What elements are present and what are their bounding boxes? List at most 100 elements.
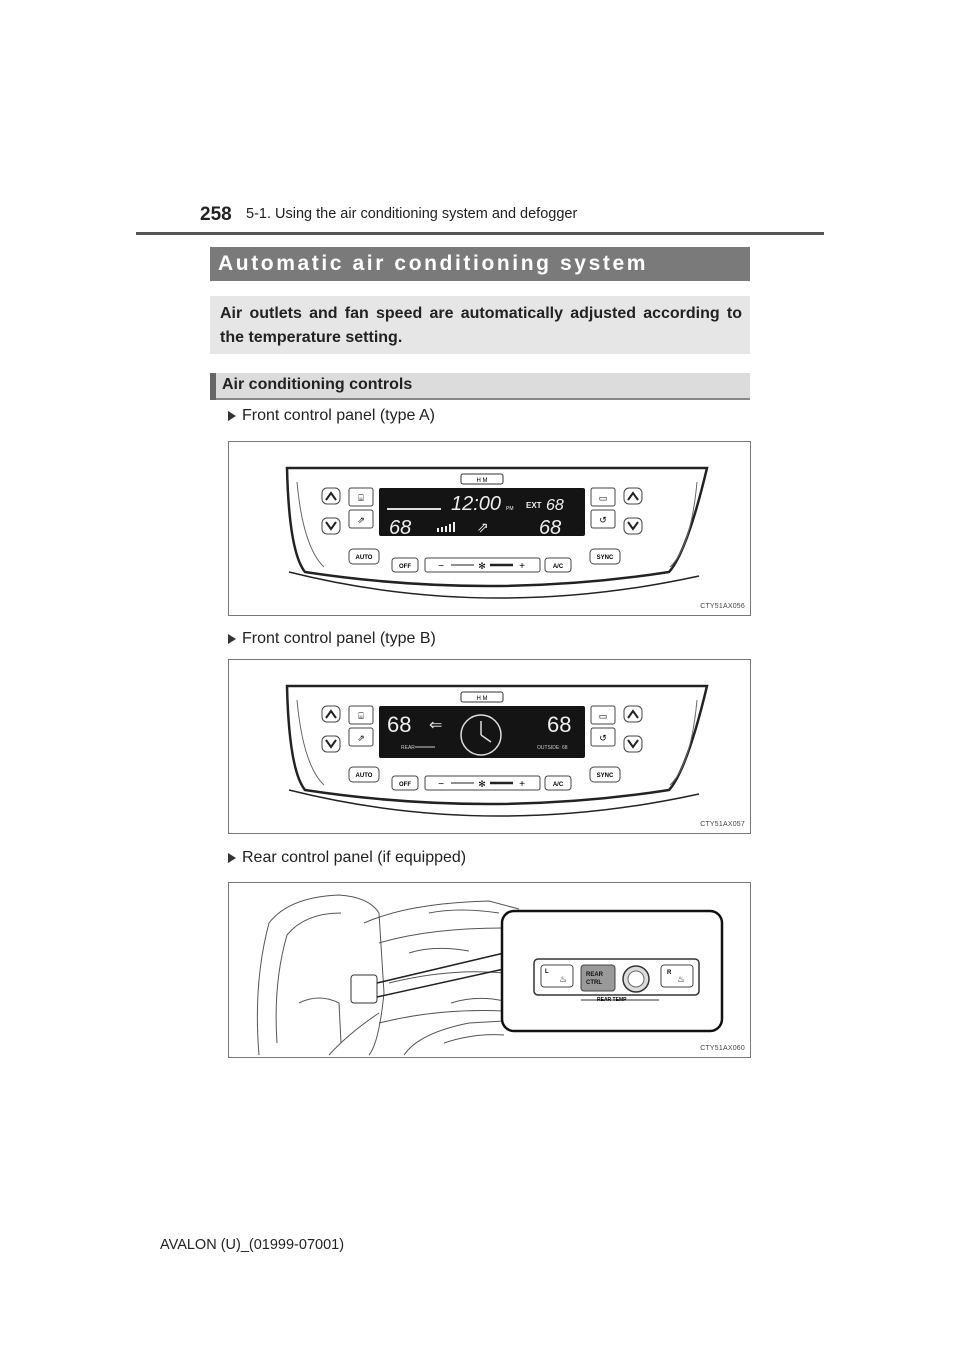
rear-ctrl-button[interactable] bbox=[580, 964, 616, 992]
figure-rear-panel: L ♨ REAR CTRL R ♨ REAR TEMP CTY51AX060 bbox=[228, 882, 751, 1058]
display-temp-right: 68 bbox=[539, 517, 561, 539]
rear-defogger-button[interactable] bbox=[590, 705, 616, 725]
front-defogger-button[interactable] bbox=[348, 487, 374, 507]
footer-model: AVALON (U)_(01999-07001) bbox=[160, 1237, 345, 1253]
seat-heater-icon: ♨ bbox=[559, 974, 567, 984]
caption-type-a: Front control panel (type A) bbox=[228, 407, 435, 425]
display-airflow-icon: ⇗ bbox=[477, 519, 489, 535]
left-seat-label: L bbox=[545, 969, 549, 975]
bullet-triangle-icon bbox=[228, 411, 236, 421]
display-temp-left: 68 bbox=[389, 517, 411, 539]
left-temp-up-button[interactable] bbox=[321, 705, 341, 723]
ac-button[interactable] bbox=[544, 775, 572, 791]
bullet-triangle-icon bbox=[228, 634, 236, 644]
ac-button[interactable] bbox=[544, 557, 572, 573]
left-seat-heater-button[interactable] bbox=[540, 964, 574, 988]
front-defogger-icon: ⌸ bbox=[358, 711, 364, 721]
display-rear-label: REAR bbox=[401, 745, 415, 751]
sync-button[interactable] bbox=[589, 766, 621, 783]
display-clock-hour-hand bbox=[480, 734, 492, 743]
fan-speed-bars bbox=[437, 522, 455, 532]
off-button[interactable] bbox=[391, 775, 419, 791]
display-temp-left: 68 bbox=[387, 712, 411, 737]
display-recirc-icon: ⇐ bbox=[429, 717, 442, 734]
hm-button[interactable] bbox=[460, 473, 504, 485]
ac-label: A/C bbox=[553, 782, 564, 788]
left-temp-up-button[interactable] bbox=[321, 487, 341, 505]
display-outside-label: OUTSIDE: 68 bbox=[537, 745, 568, 751]
figure-front-panel-type-b: H M ⌸ ⇗ ▭ ↺ 68 ⇐ 68 REAR OUTSIDE: 68 AUT… bbox=[228, 659, 751, 834]
fan-speed-rocker[interactable] bbox=[424, 557, 541, 573]
callout-line-top bbox=[376, 952, 505, 984]
left-temp-down-button[interactable] bbox=[321, 517, 341, 535]
rear-seat-illustration bbox=[256, 894, 520, 1056]
panel-b-drawing: H M ⌸ ⇗ ▭ ↺ 68 ⇐ 68 REAR OUTSIDE: 68 AUT… bbox=[285, 684, 709, 817]
bullet-triangle-icon bbox=[228, 853, 236, 863]
right-temp-up-button[interactable] bbox=[623, 487, 643, 505]
hm-button[interactable] bbox=[460, 691, 504, 703]
panel-a-inner-right bbox=[669, 481, 698, 568]
fan-icon: ✻ bbox=[478, 779, 486, 789]
rear-control-location bbox=[350, 974, 378, 1004]
subsection-accent bbox=[210, 373, 216, 400]
recirculation-icon: ↺ bbox=[599, 733, 607, 743]
fan-speed-rocker[interactable] bbox=[424, 775, 541, 791]
seat-heater-icon: ♨ bbox=[677, 974, 685, 984]
fan-plus-label: + bbox=[519, 779, 525, 790]
subsection-title: Air conditioning controls bbox=[222, 376, 413, 393]
figure-front-panel-type-a: H M ⌸ ⇗ ▭ ↺ 12:00 PM EXT 68 68 ⇗ 68 AUTO… bbox=[228, 441, 751, 616]
auto-label: AUTO bbox=[356, 555, 373, 561]
ac-label: A/C bbox=[553, 564, 564, 570]
fan-minus-label: − bbox=[438, 779, 444, 790]
recirculation-button[interactable] bbox=[590, 509, 616, 529]
panel-b-inner-left bbox=[296, 699, 325, 786]
right-seat-heater-button[interactable] bbox=[660, 964, 694, 988]
recirculation-icon: ↺ bbox=[599, 515, 607, 525]
caption-rear-panel-text: Rear control panel (if equipped) bbox=[242, 849, 467, 866]
left-temp-down-button[interactable] bbox=[321, 735, 341, 753]
right-seat-label: R bbox=[667, 970, 672, 976]
sync-label: SYNC bbox=[597, 555, 614, 561]
fan-icon: ✻ bbox=[478, 561, 486, 571]
display-ext-temp: 68 bbox=[546, 497, 564, 514]
figure-code-a: CTY51AX056 bbox=[700, 603, 745, 610]
off-label: OFF bbox=[399, 782, 411, 788]
intro-text: Air outlets and fan speed are automatica… bbox=[220, 305, 742, 346]
display-pm: PM bbox=[506, 506, 514, 512]
rear-temp-label: REAR TEMP bbox=[597, 997, 627, 1003]
panel-b-inner-right bbox=[669, 699, 698, 786]
auto-button[interactable] bbox=[348, 766, 380, 783]
airflow-mode-button[interactable] bbox=[348, 509, 374, 529]
display-ext-label: EXT bbox=[526, 501, 542, 510]
rear-defogger-button[interactable] bbox=[590, 487, 616, 507]
caption-type-a-text: Front control panel (type A) bbox=[242, 407, 435, 424]
caption-rear-panel: Rear control panel (if equipped) bbox=[228, 849, 466, 867]
airflow-mode-button[interactable] bbox=[348, 727, 374, 747]
section-title-bar bbox=[210, 247, 750, 281]
header-rule bbox=[136, 232, 824, 235]
rear-defogger-icon: ▭ bbox=[599, 711, 608, 721]
right-temp-up-button[interactable] bbox=[623, 705, 643, 723]
panel-a-drawing: H M ⌸ ⇗ ▭ ↺ 12:00 PM EXT 68 68 ⇗ 68 AUTO… bbox=[285, 466, 709, 599]
right-temp-down-button[interactable] bbox=[623, 517, 643, 535]
hm-label: H M bbox=[477, 696, 488, 702]
figure-code-rear: CTY51AX060 bbox=[700, 1045, 745, 1052]
right-temp-down-button[interactable] bbox=[623, 735, 643, 753]
auto-button[interactable] bbox=[348, 548, 380, 565]
off-button[interactable] bbox=[391, 557, 419, 573]
rear-defogger-icon: ▭ bbox=[599, 493, 608, 503]
page-number: 258 bbox=[200, 204, 232, 225]
sync-button[interactable] bbox=[589, 548, 621, 565]
airflow-icon: ⇗ bbox=[357, 733, 365, 743]
recirculation-button[interactable] bbox=[590, 727, 616, 747]
running-head: 5-1. Using the air conditioning system a… bbox=[246, 206, 578, 222]
hm-label: H M bbox=[477, 478, 488, 484]
front-defogger-icon: ⌸ bbox=[358, 493, 364, 503]
fan-plus-label: + bbox=[519, 561, 525, 572]
auto-label: AUTO bbox=[356, 773, 373, 779]
display-temp-right: 68 bbox=[547, 712, 571, 737]
caption-type-b: Front control panel (type B) bbox=[228, 630, 436, 648]
callout-line-bottom bbox=[376, 968, 505, 998]
caption-type-b-text: Front control panel (type B) bbox=[242, 630, 436, 647]
front-defogger-button[interactable] bbox=[348, 705, 374, 725]
